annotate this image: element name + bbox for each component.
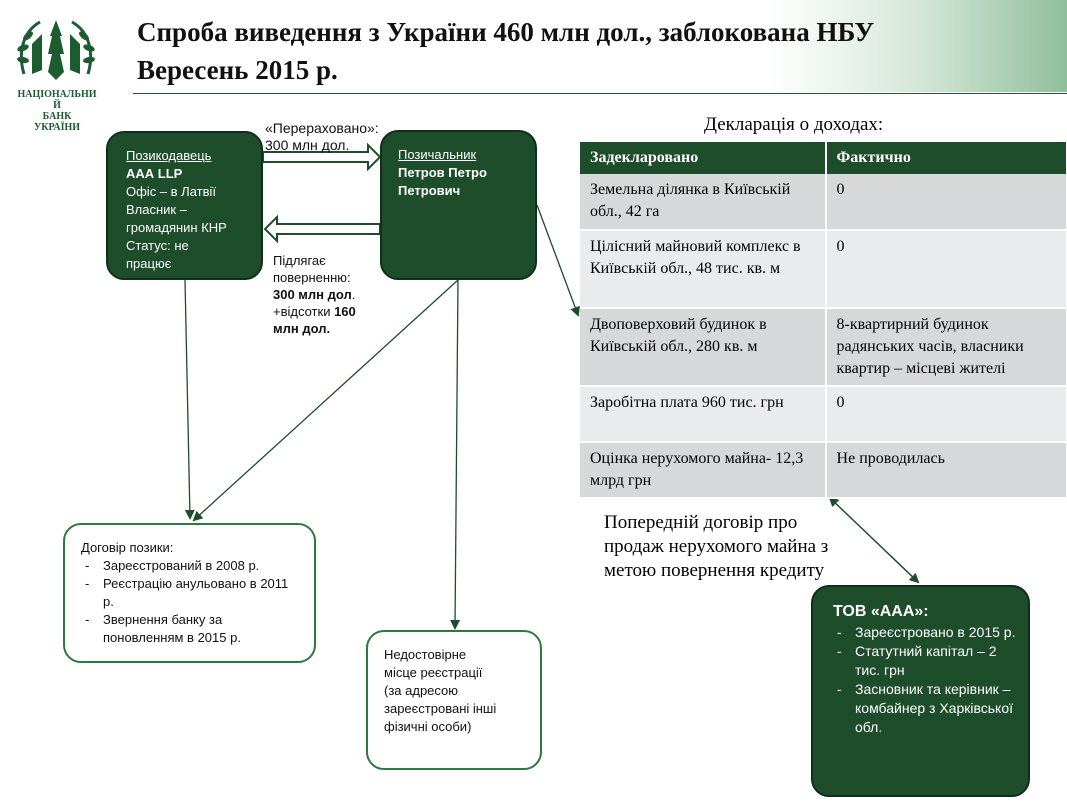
loan-contract-item: Звернення банку за поновленням в 2015 р. [81,611,302,647]
tov-item: Статутний капітал – 2 тис. грн [833,642,1018,680]
declared-cell: Цілісний майновий комплекс в Київській о… [580,230,827,309]
loan-contract-item: Зареєстрований в 2008 р. [81,557,302,575]
repay-amount-suffix: . [351,287,356,302]
repay-amount: 300 млн дол [273,287,352,302]
tov-item: Зареєстровано в 2015 р. [833,623,1018,642]
column-header-actual: Фактично [825,142,1067,174]
lender-detail: працює [126,256,172,271]
lender-detail: Статус: не [126,238,189,253]
precontract-line: Попередній договір про [604,512,798,533]
borrower-to-table-connector [536,204,580,317]
table-row: Двоповерховий будинок в Київській обл., … [580,308,1067,387]
declaration-table: Задекларовано Фактично Земельна ділянка … [580,142,1067,499]
title-divider [133,93,1067,94]
tov-item: Засновник та керівник – комбайнер з Харк… [833,680,1018,737]
lender-detail: Офіс – в Латвії [126,184,217,199]
lender-to-contract-connector [184,279,195,520]
logo-name: НАЦІОНАЛЬНИ Й БАНК УКРАЇНИ [8,89,106,133]
precontract-line: продаж нерухомого майна з [604,536,829,557]
transfer-label-line: 300 млн дол. [265,137,350,153]
title-line-2: Вересень 2015 р. [137,55,338,85]
actual-cell: 0 [825,386,1067,443]
transfer-label: «Перераховано»: 300 млн дол. [265,120,379,154]
logo-name-line: Й [53,100,61,111]
precontract-caption: Попередній договір про продаж нерухомого… [604,511,904,583]
transfer-label-line: «Перераховано»: [265,120,379,136]
loan-contract-box: Договір позики: Зареєстрований в 2008 р.… [63,523,316,663]
repay-label-line: Підлягає [273,253,326,268]
bad-address-line: Недостовірне [384,647,467,662]
actual-cell: 0 [825,174,1067,231]
nbu-logo-icon [17,20,95,80]
lender-detail: громадянин КНР [126,220,227,235]
borrower-to-address-connector [450,279,461,630]
page-title: Спроба виведення з України 460 млн дол.,… [137,13,997,89]
bad-address-line: фізичні особи) [384,719,472,734]
bad-address-line: зареєстровані інші [384,701,497,716]
lender-name: ААА LLP [126,166,183,181]
tov-title: ТОВ «ААА»: [833,603,929,620]
tov-box: ТОВ «ААА»: Зареєстровано в 2015 р. Стату… [811,585,1030,797]
table-row: Земельна ділянка в Київській обл., 42 га… [580,174,1067,231]
repay-label-line: поверненню: [273,270,351,285]
declared-cell: Оцінка нерухомого майна- 12,3 млрд грн [580,442,827,499]
loan-contract-title: Договір позики: [81,540,174,555]
logo-name-line: БАНК [42,111,72,122]
lender-box: Позикодавець ААА LLP Офіс – в Латвії Вла… [106,131,263,280]
borrower-box: Позичальник Петров Петро Петрович [380,130,537,280]
repay-arrow [263,214,381,244]
bad-address-line: місце реєстрації [384,665,483,680]
declared-cell: Двоповерховий будинок в Київській обл., … [580,308,827,387]
repay-interest-prefix: +відсотки [273,304,335,319]
bad-address-line: (за адресою [384,683,459,698]
repay-interest-unit: млн дол. [273,321,331,336]
lender-role: Позикодавець [126,148,212,163]
lender-detail: Власник – [126,202,187,217]
repay-label: Підлягає поверненню: 300 млн дол. +відсо… [273,252,356,337]
logo-name-line: НАЦІОНАЛЬНИ [17,89,97,100]
declared-cell: Заробітна плата 960 тис. грн [580,386,827,443]
loan-contract-item: Реєстрацію анульовано в 2011 р. [81,575,302,611]
table-row: Оцінка нерухомого майна- 12,3 млрд грн Н… [580,442,1067,499]
precontract-line: метою повернення кредиту [604,560,825,581]
repay-interest-amount: 160 [334,304,356,319]
table-row: Цілісний майновий комплекс в Київській о… [580,230,1067,309]
borrower-name: Петров Петро [398,165,487,180]
title-band [0,0,1067,92]
actual-cell: 0 [825,230,1067,309]
borrower-name: Петрович [398,183,461,198]
declaration-header-row: Задекларовано Фактично [580,142,1067,174]
title-line-1: Спроба виведення з України 460 млн дол.,… [137,17,875,47]
actual-cell: 8-квартирний будинок радянських часів, в… [825,308,1067,387]
declaration-title: Декларація о доходах: [704,114,884,135]
borrower-role: Позичальник [398,147,477,162]
table-row: Заробітна плата 960 тис. грн 0 [580,386,1067,443]
actual-cell: Не проводилась [825,442,1067,499]
logo-name-line: УКРАЇНИ [33,122,81,133]
bad-address-box: Недостовірне місце реєстрації (за адресо… [366,630,542,770]
declared-cell: Земельна ділянка в Київській обл., 42 га [580,174,827,231]
column-header-declared: Задекларовано [580,142,827,174]
